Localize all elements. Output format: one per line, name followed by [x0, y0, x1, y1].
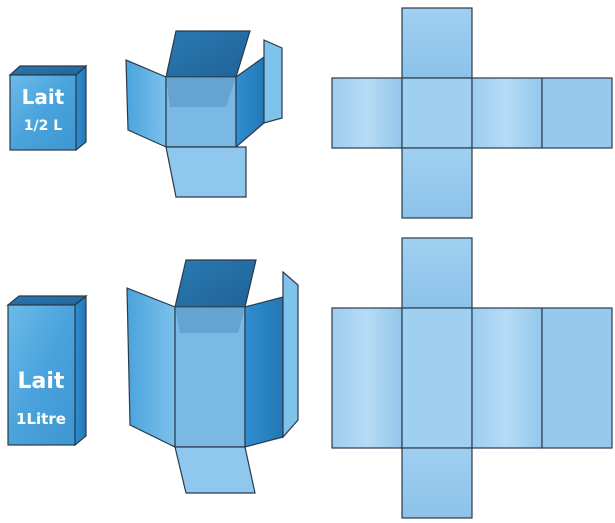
- large-carton: Lait 1Litre: [8, 296, 86, 445]
- small-carton-net: [332, 8, 612, 218]
- large-net-face-3: [472, 308, 542, 448]
- small-carton-label-line2: 1/2 L: [24, 118, 62, 134]
- small-net-face-2: [402, 78, 472, 148]
- small-unfold-right-flap: [236, 57, 264, 147]
- small-carton-unfolding: [126, 31, 282, 197]
- large-unfold-far-flap: [283, 272, 298, 437]
- small-carton-label-line1: Lait: [22, 85, 65, 109]
- large-unfold-right-flap: [245, 297, 283, 447]
- large-unfold-bottom-flap: [175, 447, 255, 493]
- large-unfold-left-flap: [127, 288, 175, 447]
- small-net-face-3: [472, 78, 542, 148]
- small-unfold-far-flap: [264, 40, 282, 123]
- large-carton-unfolding: [127, 260, 298, 493]
- small-unfold-shadow: [166, 77, 236, 107]
- small-unfold-left-flap: [126, 60, 166, 147]
- large-net-face-4: [542, 308, 612, 448]
- large-net-bottom: [402, 448, 472, 518]
- small-carton-side: [76, 66, 86, 150]
- large-carton-side: [75, 296, 86, 445]
- large-unfold-top-flap: [175, 260, 256, 307]
- large-carton-label-line2: 1Litre: [16, 410, 66, 428]
- small-net-face-1: [332, 78, 402, 148]
- small-unfold-bottom-flap: [166, 147, 246, 197]
- large-net-top: [402, 238, 472, 308]
- small-net-top: [402, 8, 472, 78]
- small-unfold-top-flap: [166, 31, 250, 77]
- large-carton-top: [8, 296, 86, 305]
- small-net-bottom: [402, 148, 472, 218]
- small-carton-top: [10, 66, 86, 75]
- small-carton: Lait 1/2 L: [10, 66, 86, 150]
- large-net-face-1: [332, 308, 402, 448]
- large-net-face-2: [402, 308, 472, 448]
- large-unfold-shadow: [175, 307, 245, 333]
- large-carton-net: [332, 238, 612, 518]
- large-carton-label-line1: Lait: [18, 369, 65, 394]
- small-net-face-4: [542, 78, 612, 148]
